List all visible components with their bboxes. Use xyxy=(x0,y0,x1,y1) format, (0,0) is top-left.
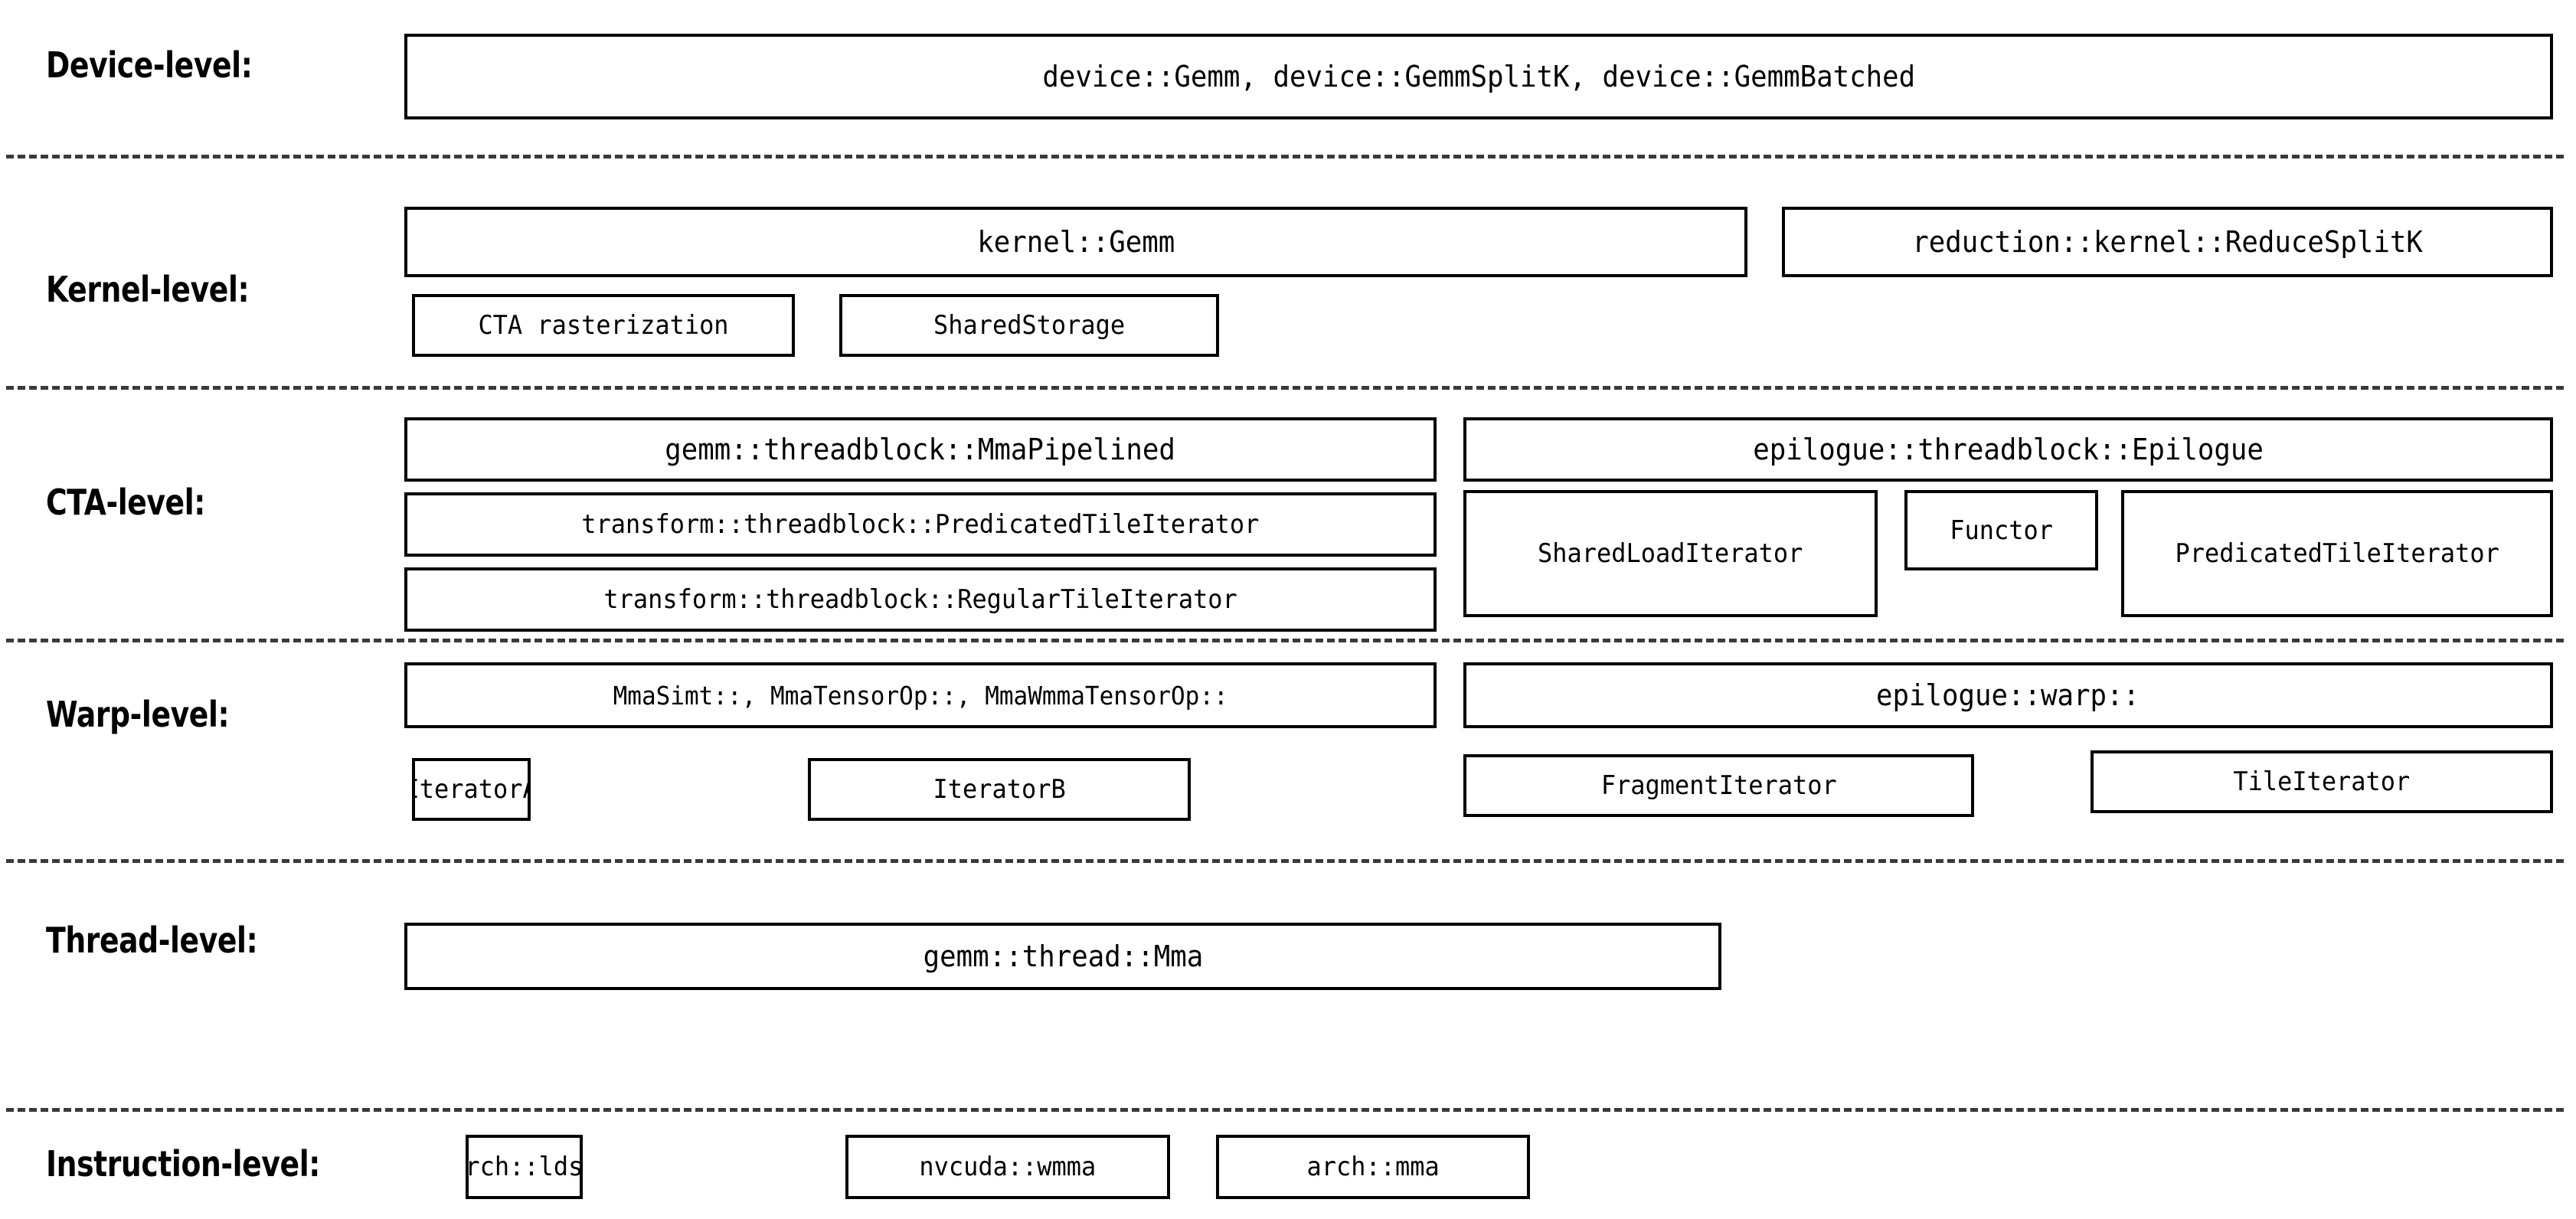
level-label-warp: Warp-level: xyxy=(46,694,230,735)
box-transform-threadblock-regulartileiterator[interactable]: transform::threadblock::RegularTileItera… xyxy=(404,567,1437,632)
box-gemm-thread-mma[interactable]: gemm::thread::Mma xyxy=(404,923,1721,990)
box-epilogue-threadblock-epilogue[interactable]: epilogue::threadblock::Epilogue xyxy=(1463,417,2553,482)
box-tileiterator-label: TileIterator xyxy=(2233,766,2411,797)
level-label-instruction: Instruction-level: xyxy=(46,1143,320,1185)
box-device-gemm[interactable]: device::Gemm, device::GemmSplitK, device… xyxy=(404,34,2553,119)
box-epilogue-warp[interactable]: epilogue::warp:: xyxy=(1463,662,2553,728)
box-kernel-gemm[interactable]: kernel::Gemm xyxy=(404,207,1747,277)
box-predicatedtileiterator[interactable]: PredicatedTileIterator xyxy=(2121,490,2553,617)
box-arch-mma[interactable]: arch::mma xyxy=(1216,1135,1530,1199)
box-gemm-threadblock-mmapipelined-label: gemm::threadblock::MmaPipelined xyxy=(665,433,1176,466)
box-iterator-a-label: IteratorA xyxy=(415,774,531,805)
box-kernel-gemm-label: kernel::Gemm xyxy=(976,225,1175,259)
separator-cta-warp xyxy=(6,639,2564,642)
box-mma-variants[interactable]: MmaSimt::, MmaTensorOp::, MmaWmmaTensorO… xyxy=(404,662,1437,728)
level-label-device: Device-level: xyxy=(46,44,253,86)
box-cta-rasterization[interactable]: CTA rasterization xyxy=(412,294,795,357)
box-iterator-b[interactable]: IteratorB xyxy=(808,758,1191,821)
separator-device-kernel xyxy=(6,155,2564,159)
box-sharedloaditerator-label: SharedLoadIterator xyxy=(1538,538,1803,569)
box-tileiterator[interactable]: TileIterator xyxy=(2091,750,2553,813)
box-shared-storage[interactable]: SharedStorage xyxy=(839,294,1219,357)
separator-warp-thread xyxy=(6,859,2564,863)
box-cta-rasterization-label: CTA rasterization xyxy=(478,310,729,341)
box-nvcuda-wmma[interactable]: nvcuda::wmma xyxy=(845,1135,1170,1199)
box-transform-threadblock-regulartileiterator-label: transform::threadblock::RegularTileItera… xyxy=(603,584,1237,615)
level-label-kernel: Kernel-level: xyxy=(46,269,250,310)
box-arch-ldsm[interactable]: arch::ldsm xyxy=(466,1135,583,1199)
separator-thread-instruction xyxy=(6,1108,2564,1112)
box-reduction-kernel-reducesplitk-label: reduction::kernel::ReduceSplitK xyxy=(1912,225,2423,259)
box-shared-storage-label: SharedStorage xyxy=(933,310,1126,341)
box-transform-threadblock-predicatedtileiterator-label: transform::threadblock::PredicatedTileIt… xyxy=(581,509,1260,540)
box-nvcuda-wmma-label: nvcuda::wmma xyxy=(919,1152,1097,1182)
box-fragmentiterator[interactable]: FragmentIterator xyxy=(1463,754,1974,817)
box-sharedloaditerator[interactable]: SharedLoadIterator xyxy=(1463,490,1878,617)
box-predicatedtileiterator-label: PredicatedTileIterator xyxy=(2175,538,2499,569)
box-functor[interactable]: Functor xyxy=(1904,490,2098,570)
box-epilogue-threadblock-epilogue-label: epilogue::threadblock::Epilogue xyxy=(1753,433,2264,466)
box-gemm-thread-mma-label: gemm::thread::Mma xyxy=(923,940,1203,973)
box-device-gemm-label: device::Gemm, device::GemmSplitK, device… xyxy=(1042,60,1915,93)
box-mma-variants-label: MmaSimt::, MmaTensorOp::, MmaWmmaTensorO… xyxy=(613,680,1228,711)
box-epilogue-warp-label: epilogue::warp:: xyxy=(1876,678,2140,712)
box-iterator-b-label: IteratorB xyxy=(933,774,1066,805)
box-arch-ldsm-label: arch::ldsm xyxy=(466,1152,583,1182)
box-functor-label: Functor xyxy=(1950,515,2053,546)
separator-kernel-cta xyxy=(6,386,2564,390)
level-label-cta: CTA-level: xyxy=(46,482,205,523)
level-label-thread: Thread-level: xyxy=(46,920,258,961)
box-gemm-threadblock-mmapipelined[interactable]: gemm::threadblock::MmaPipelined xyxy=(404,417,1437,482)
box-iterator-a[interactable]: IteratorA xyxy=(412,758,531,821)
box-reduction-kernel-reducesplitk[interactable]: reduction::kernel::ReduceSplitK xyxy=(1782,207,2553,277)
box-transform-threadblock-predicatedtileiterator[interactable]: transform::threadblock::PredicatedTileIt… xyxy=(404,492,1437,557)
box-arch-mma-label: arch::mma xyxy=(1306,1152,1440,1182)
box-fragmentiterator-label: FragmentIterator xyxy=(1600,770,1837,801)
